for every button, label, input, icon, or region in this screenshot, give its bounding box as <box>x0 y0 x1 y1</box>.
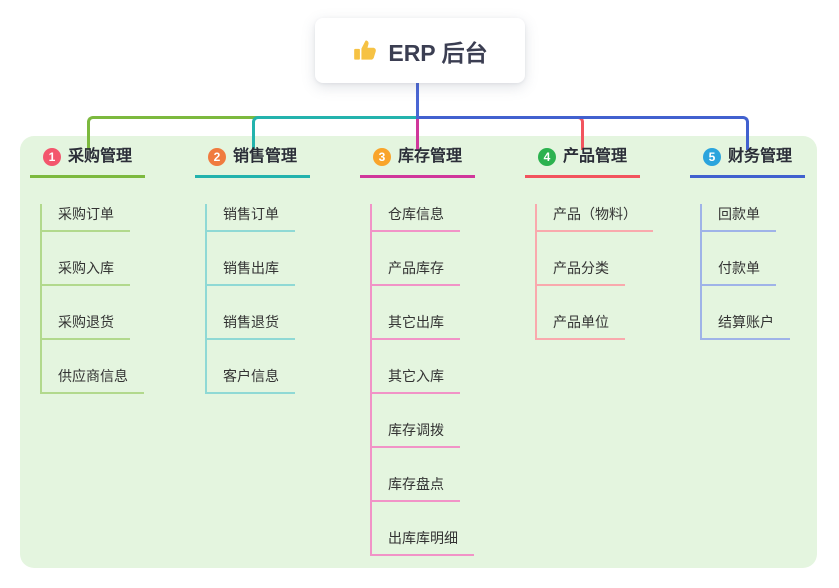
branch-children: 仓库信息产品库存其它出库其它入库库存调拨库存盘点出库库明细 <box>370 204 475 556</box>
branch-3: 3 库存管理仓库信息产品库存其它出库其它入库库存调拨库存盘点出库库明细 <box>360 146 475 556</box>
branch-children: 销售订单销售出库销售退货客户信息 <box>205 204 310 394</box>
branch-children: 采购订单采购入库采购退货供应商信息 <box>40 204 145 394</box>
child-node[interactable]: 产品库存 <box>372 258 460 286</box>
branch-header[interactable]: 4 产品管理 <box>525 146 640 178</box>
child-node[interactable]: 库存调拨 <box>372 420 460 448</box>
branch-number-badge: 4 <box>537 148 556 166</box>
child-node[interactable]: 客户信息 <box>207 366 295 394</box>
child-node[interactable]: 供应商信息 <box>42 366 144 394</box>
child-node[interactable]: 采购入库 <box>42 258 130 286</box>
child-node[interactable]: 销售订单 <box>207 204 295 232</box>
thumbs-up-icon <box>352 38 378 64</box>
branch-header[interactable]: 2 销售管理 <box>195 146 310 178</box>
child-node[interactable]: 出库库明细 <box>372 528 474 556</box>
branch-4: 4 产品管理产品（物料） 产品分类产品单位 <box>525 146 653 340</box>
child-node[interactable]: 采购订单 <box>42 204 130 232</box>
branch-label: 库存管理 <box>397 148 462 165</box>
root-node[interactable]: ERP 后台 <box>315 18 525 83</box>
branch-number-badge: 5 <box>702 148 721 166</box>
child-node[interactable]: 产品（物料） <box>537 204 653 232</box>
child-node[interactable]: 产品分类 <box>537 258 625 286</box>
branch-label: 财务管理 <box>727 148 792 165</box>
branch-1: 1 采购管理采购订单采购入库采购退货供应商信息 <box>30 146 145 394</box>
branch-number-badge: 3 <box>372 148 391 166</box>
child-node[interactable]: 其它出库 <box>372 312 460 340</box>
child-node[interactable]: 付款单 <box>702 258 776 286</box>
branch-number-badge: 1 <box>42 148 61 166</box>
child-node[interactable]: 产品单位 <box>537 312 625 340</box>
connector-line <box>416 118 419 150</box>
child-node[interactable]: 销售出库 <box>207 258 295 286</box>
branch-number-badge: 2 <box>207 148 226 166</box>
branch-header[interactable]: 3 库存管理 <box>360 146 475 178</box>
branch-children: 回款单付款单结算账户 <box>700 204 805 340</box>
connector-line <box>416 116 749 150</box>
branch-label: 采购管理 <box>67 148 132 165</box>
child-node[interactable]: 销售退货 <box>207 312 295 340</box>
branch-5: 5 财务管理回款单付款单结算账户 <box>690 146 805 340</box>
branch-label: 产品管理 <box>562 148 627 165</box>
child-node[interactable]: 仓库信息 <box>372 204 460 232</box>
connector-line <box>251 116 419 150</box>
connector-line <box>416 83 419 119</box>
child-node[interactable]: 库存盘点 <box>372 474 460 502</box>
branch-header[interactable]: 1 采购管理 <box>30 146 145 178</box>
branch-2: 2 销售管理销售订单销售出库销售退货客户信息 <box>195 146 310 394</box>
branch-header[interactable]: 5 财务管理 <box>690 146 805 178</box>
child-node[interactable]: 采购退货 <box>42 312 130 340</box>
branch-children: 产品（物料） 产品分类产品单位 <box>535 204 653 340</box>
child-node[interactable]: 其它入库 <box>372 366 460 394</box>
branch-label: 销售管理 <box>232 148 297 165</box>
child-node[interactable]: 回款单 <box>702 204 776 232</box>
root-label: ERP 后台 <box>388 39 488 66</box>
group-panel <box>20 136 817 568</box>
child-node[interactable]: 结算账户 <box>702 312 790 340</box>
